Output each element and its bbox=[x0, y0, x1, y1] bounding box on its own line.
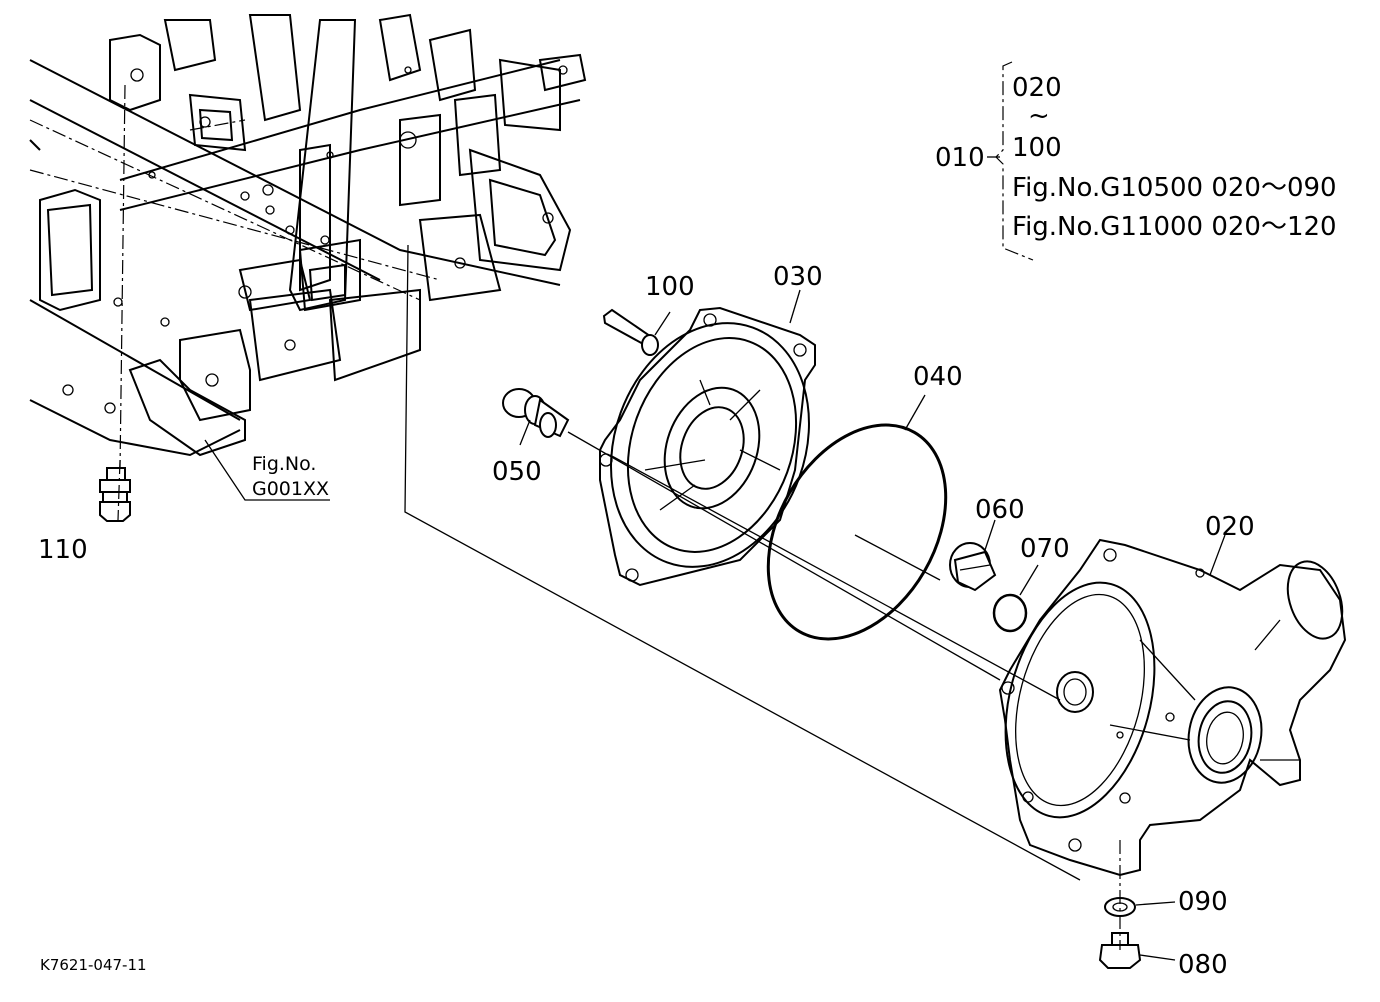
part-070-oring: 070 bbox=[992, 534, 1070, 633]
part-060-plug: 060 bbox=[949, 495, 1025, 592]
range-start: 020 bbox=[1012, 73, 1062, 103]
callout-090: 090 bbox=[1178, 887, 1228, 917]
assembly-group-note: 010 020 ~ 100 Fig.No.G10500 020～090 Fig.… bbox=[935, 61, 1337, 261]
range-tilde: ~ bbox=[1028, 101, 1050, 131]
callout-020: 020 bbox=[1205, 512, 1255, 542]
callout-010: 010 bbox=[935, 143, 985, 173]
fig-ref-g11000: Fig.No.G11000 020～120 bbox=[1012, 212, 1337, 242]
frame-ref-line2: G001XX bbox=[252, 478, 329, 500]
callout-040: 040 bbox=[913, 362, 963, 392]
frame-reference-label: Fig.No. G001XX bbox=[204, 439, 330, 501]
part-100-stud: 100 bbox=[602, 272, 695, 356]
frame-assembly bbox=[29, 13, 587, 471]
callout-080: 080 bbox=[1178, 950, 1228, 980]
part-110-bolt: 110 bbox=[38, 467, 131, 565]
fig-ref-g10500: Fig.No.G10500 020～090 bbox=[1012, 173, 1337, 203]
part-030-cover: 030 bbox=[599, 262, 823, 587]
callout-100: 100 bbox=[645, 272, 695, 302]
part-090-washer: 090 bbox=[1104, 887, 1228, 917]
assembly-lines bbox=[117, 244, 1121, 950]
range-end: 100 bbox=[1012, 133, 1062, 163]
part-040-oring: 040 bbox=[766, 362, 963, 641]
part-080-plug: 080 bbox=[1098, 932, 1228, 980]
callout-110: 110 bbox=[38, 535, 88, 565]
part-020-housing: 020 bbox=[998, 512, 1347, 877]
callout-070: 070 bbox=[1020, 534, 1070, 564]
callout-050: 050 bbox=[492, 457, 542, 487]
frame-ref-line1: Fig.No. bbox=[252, 453, 316, 475]
drawing-code: K7621-047-11 bbox=[40, 956, 147, 974]
callout-060: 060 bbox=[975, 495, 1025, 525]
part-050-bolt: 050 bbox=[492, 388, 570, 487]
callout-030: 030 bbox=[773, 262, 823, 292]
